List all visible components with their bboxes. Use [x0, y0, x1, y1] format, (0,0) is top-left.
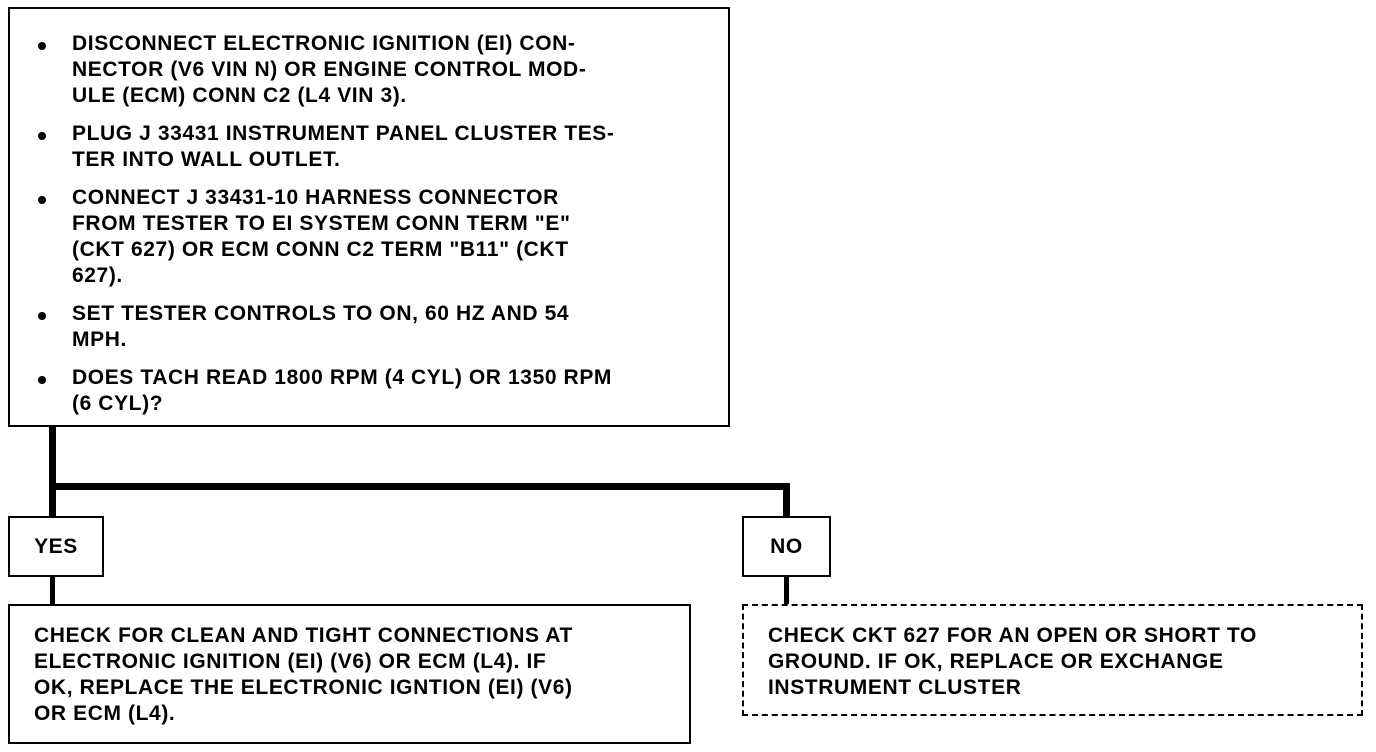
instruction-text: DOES TACH READ 1800 RPM (4 CYL) OR 1350 …	[72, 366, 613, 415]
bullet-icon	[38, 132, 46, 140]
no-result-text: CHECK CKT 627 FOR AN OPEN OR SHORT TO GR…	[768, 624, 1257, 699]
no-label-box: NO	[742, 516, 831, 577]
instruction-item: DOES TACH READ 1800 RPM (4 CYL) OR 1350 …	[38, 365, 708, 417]
yes-result-connector	[50, 576, 55, 605]
instruction-text: SET TESTER CONTROLS TO ON, 60 HZ AND 54 …	[72, 302, 570, 351]
instruction-list: DISCONNECT ELECTRONIC IGNITION (EI) CON-…	[10, 9, 728, 417]
instruction-text: CONNECT J 33431-10 HARNESS CONNECTOR FRO…	[72, 186, 571, 287]
no-label: NO	[770, 534, 803, 558]
bullet-icon	[38, 42, 46, 50]
instruction-text: DISCONNECT ELECTRONIC IGNITION (EI) CON-…	[72, 32, 587, 107]
branch-horizontal-line	[49, 483, 790, 490]
yes-label-box: YES	[8, 516, 104, 577]
instruction-item: DISCONNECT ELECTRONIC IGNITION (EI) CON-…	[38, 31, 708, 109]
instruction-box: DISCONNECT ELECTRONIC IGNITION (EI) CON-…	[8, 7, 730, 427]
instruction-item: CONNECT J 33431-10 HARNESS CONNECTOR FRO…	[38, 185, 708, 289]
yes-result-box: CHECK FOR CLEAN AND TIGHT CONNECTIONS AT…	[8, 604, 691, 744]
yes-result-text: CHECK FOR CLEAN AND TIGHT CONNECTIONS AT…	[34, 624, 573, 725]
bullet-icon	[38, 312, 46, 320]
instruction-item: SET TESTER CONTROLS TO ON, 60 HZ AND 54 …	[38, 301, 708, 353]
yes-label: YES	[34, 534, 78, 558]
no-result-connector	[784, 576, 789, 605]
trunk-line	[49, 427, 56, 517]
bullet-icon	[38, 376, 46, 384]
no-result-box: CHECK CKT 627 FOR AN OPEN OR SHORT TO GR…	[742, 604, 1363, 716]
instruction-text: PLUG J 33431 INSTRUMENT PANEL CLUSTER TE…	[72, 122, 615, 171]
no-branch-line	[783, 483, 790, 517]
instruction-item: PLUG J 33431 INSTRUMENT PANEL CLUSTER TE…	[38, 121, 708, 173]
bullet-icon	[38, 196, 46, 204]
